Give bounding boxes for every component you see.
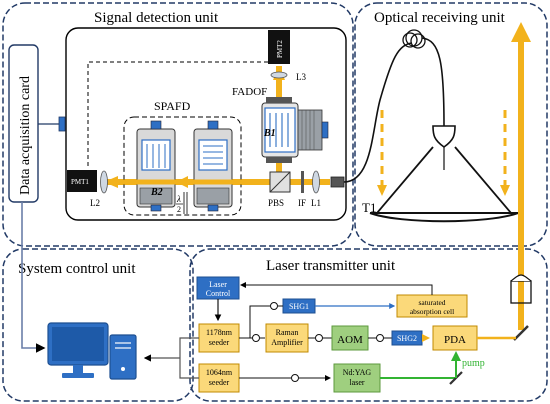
shg2-label: SHG2: [397, 334, 417, 343]
spafd-label: SPAFD: [154, 99, 191, 113]
beam-arrow-left: [104, 176, 118, 188]
pda-label: PDA: [444, 334, 466, 346]
daq-label: Data acquisition card: [18, 76, 33, 195]
interference-filter: [301, 171, 304, 193]
optical-fiber: [343, 42, 413, 183]
fiber-loop-4: [291, 374, 299, 382]
optical-receiving-title: Optical receiving unit: [374, 10, 506, 26]
pbs-label: PBS: [268, 198, 284, 208]
cable-connector: [58, 116, 66, 132]
seeder-1064-box: [198, 363, 240, 393]
emitted-beam-arrow: [511, 22, 531, 42]
spafd-device-right: [193, 120, 233, 212]
sat-cell-line2: absorption cell: [410, 307, 454, 316]
raman-amplifier-box: [265, 323, 309, 353]
seeder-1178-line1: 1178nm: [206, 328, 233, 337]
output-mirror: [513, 325, 529, 341]
half-wave-denominator: 2: [177, 205, 181, 214]
l3-label: L3: [296, 72, 306, 82]
spafd-enclosure: [123, 116, 242, 216]
fiber-to-telescope: [421, 37, 445, 127]
aom-label: AOM: [337, 334, 363, 346]
system-control-title: System control unit: [18, 261, 136, 277]
pmt1-label: PMT1: [71, 178, 89, 186]
raman-line2: Amplifier: [271, 338, 303, 347]
ndyag-line1: Nd:YAG: [343, 368, 372, 377]
cell-feedback-line: [240, 282, 433, 295]
seeder-1064-line1: 1064nm: [206, 368, 233, 377]
pump-label: pump: [462, 358, 485, 369]
b1-label: B1: [263, 128, 276, 139]
laser-control-line1: Laser: [209, 280, 227, 289]
pda-box: [432, 325, 478, 351]
pbs-cube: [269, 171, 291, 193]
lens-l1: [312, 170, 320, 194]
t1-label: T1: [362, 200, 376, 215]
lens-l2: [100, 170, 108, 194]
seeder-to-shg1-line: [249, 305, 270, 338]
pmt2-label: PMT2: [276, 40, 284, 58]
l1-label: L1: [311, 198, 321, 208]
fadof-label: FADOF: [232, 86, 267, 98]
computer-icon: [47, 322, 137, 380]
optical-receiving-frame: [354, 2, 548, 247]
system-control-frame: [2, 248, 194, 402]
l2-label: L2: [90, 198, 100, 208]
pmt1-detector: [67, 170, 97, 192]
signal-detection-title: Signal detection unit: [94, 10, 219, 26]
fiber-loop-3: [376, 334, 384, 342]
seeder-1178-line2: seeder: [209, 338, 230, 347]
sat-cell-line1: saturated: [418, 298, 445, 307]
laser-control-line2: Control: [206, 289, 231, 298]
beam-arrow-mid: [176, 176, 188, 188]
beam-expander: [510, 274, 532, 304]
signal-detection-frame: [2, 2, 354, 247]
telescope: [369, 125, 519, 223]
ndyag-line2: laser: [349, 378, 364, 387]
lens-l3: [270, 71, 288, 79]
b2-label: B2: [150, 187, 163, 198]
pmt2-detector: [268, 30, 290, 64]
shg1-label: SHG1: [289, 302, 309, 311]
laser-transmitter-title: Laser transmitter unit: [266, 258, 396, 274]
daq-to-computer-line: [21, 202, 46, 353]
half-wave-numerator: λ: [176, 194, 181, 204]
pmt2-signal-line: [87, 61, 275, 168]
fiber-loop-2: [315, 334, 323, 342]
if-label: IF: [298, 198, 306, 208]
fiber-loop-1: [252, 334, 260, 342]
fiber-coil: [402, 29, 426, 49]
fadof-device: [261, 97, 329, 163]
fiber-connector: [330, 176, 345, 188]
spafd-device-left: [136, 120, 176, 212]
seeder-1064-line2: seeder: [209, 378, 230, 387]
raman-line1: Raman: [276, 328, 299, 337]
laser-transmitter-frame: [189, 248, 548, 402]
